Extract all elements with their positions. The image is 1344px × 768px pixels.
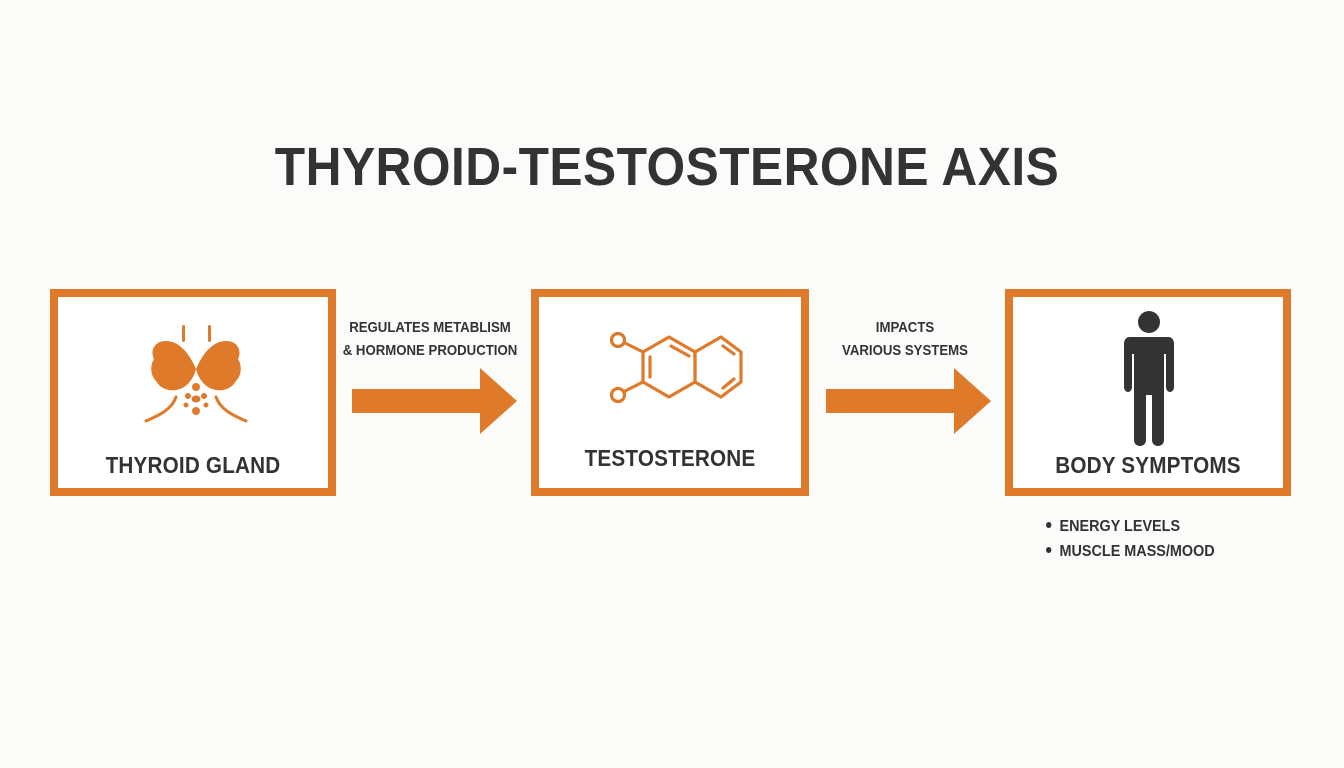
molecule-structure-icon (609, 331, 743, 404)
arrow-right-icon (352, 368, 517, 434)
testosterone-label: TESTOSTERONE (584, 445, 756, 471)
thyroid-gland-icon (144, 325, 248, 423)
symptom-text: ENERGY LEVELS (1059, 518, 1181, 535)
symptom-item: ENERGY LEVELS (1046, 514, 1215, 539)
arrow-label-impacts: IMPACTS VARIOUS SYSTEMS (817, 316, 993, 362)
symptom-list: ENERGY LEVELS MUSCLE MASS/MOOD (1046, 514, 1233, 564)
person-icon (1124, 311, 1174, 446)
body-symptoms-node: BODY SYMPTOMS (1005, 289, 1291, 496)
diagram-title: THYROID-TESTOSTERONE AXIS (274, 137, 1060, 197)
arrow-label-line: IMPACTS (875, 319, 935, 336)
thyroid-gland-label: THYROID GLAND (105, 452, 281, 478)
arrow-label-line: REGULATES METABLISM (349, 319, 511, 336)
thyroid-gland-node: THYROID GLAND (50, 289, 336, 496)
body-symptoms-label: BODY SYMPTOMS (1055, 452, 1241, 478)
arrow-right-icon (826, 368, 991, 434)
bullet-icon (1046, 521, 1052, 528)
arrow-label-line: VARIOUS SYSTEMS (842, 342, 968, 359)
symptom-item: MUSCLE MASS/MOOD (1046, 539, 1215, 564)
testosterone-node: TESTOSTERONE (531, 289, 809, 496)
bullet-icon (1046, 546, 1052, 553)
arrow-label-line: & HORMONE PRODUCTION (342, 342, 518, 359)
symptom-text: MUSCLE MASS/MOOD (1059, 543, 1215, 560)
arrow-label-regulates: REGULATES METABLISM & HORMONE PRODUCTION (342, 316, 518, 362)
